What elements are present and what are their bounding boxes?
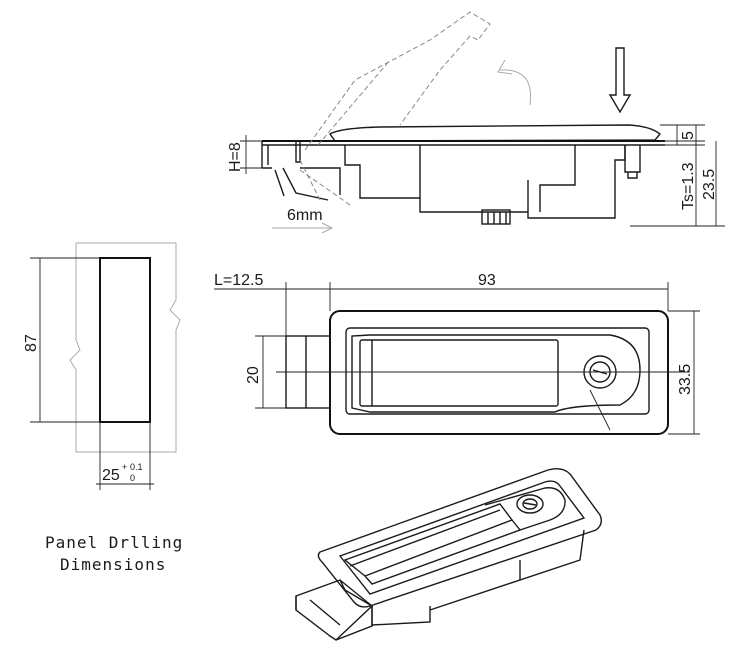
ts-dim: Ts=1.3 <box>680 162 697 210</box>
side-view: 6mm H=8 5 Ts=1.3 23.5 <box>227 11 725 234</box>
front-view: L=12.5 93 20 33.5 <box>214 272 700 435</box>
body-width-dim: 33.5 <box>677 364 694 395</box>
total-height-dim: 23.5 <box>701 169 718 200</box>
caption-line-1: Panel Drlling <box>45 533 183 552</box>
h-dim: H=8 <box>227 142 244 172</box>
cutout-width-dim: 25 <box>102 467 120 484</box>
tolerance-upper: 0.1 <box>130 462 143 472</box>
travel-dim: 6mm <box>287 207 323 224</box>
cutout-height-dim: 87 <box>23 334 40 352</box>
tolerance-sign: + <box>122 462 127 472</box>
body-length-dim: 93 <box>478 272 496 289</box>
five-dim: 5 <box>680 131 697 140</box>
panel-cutout-view: 87 25 0.1 0 + <box>23 242 181 490</box>
isometric-view <box>295 467 603 641</box>
plunger-width-dim: 20 <box>245 366 262 384</box>
caption-line-2: Dimensions <box>60 555 166 574</box>
tolerance-lower: 0 <box>130 473 135 483</box>
push-arrow-icon <box>608 47 632 114</box>
lever-length-dim: L=12.5 <box>214 272 263 289</box>
